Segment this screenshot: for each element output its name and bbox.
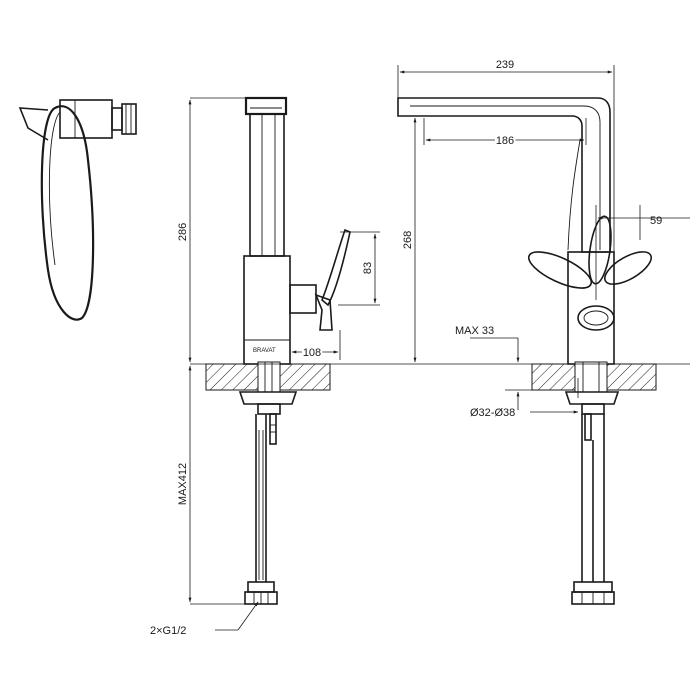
- side-hose-nut: [573, 581, 613, 593]
- front-mount-plate: [238, 391, 298, 405]
- front-hose: [255, 414, 267, 582]
- handle-edge: [48, 111, 61, 266]
- top-view: [18, 99, 137, 321]
- connector: [111, 107, 123, 131]
- dim-lever-offset: 59: [650, 215, 662, 227]
- side-spout: [397, 97, 611, 253]
- dimension-lines: [188, 65, 690, 631]
- front-stud: [269, 413, 277, 445]
- dim-max-deck: MAX 33: [455, 325, 494, 337]
- front-lever-base: [289, 284, 317, 314]
- dim-total-width: 239: [496, 59, 514, 71]
- dim-spout-reach: 186: [496, 135, 514, 147]
- dim-lever-height: 83: [362, 262, 374, 274]
- side-stud: [584, 413, 592, 441]
- dim-hole-diameter: Ø32-Ø38: [470, 407, 515, 419]
- side-hoses: [581, 414, 605, 582]
- brand-mark: BRAVAT: [253, 348, 276, 354]
- dim-connection: 2×G1/2: [150, 625, 186, 637]
- front-lever-blade: [321, 228, 351, 307]
- front-nut: [257, 403, 281, 415]
- front-spout-tip: [244, 96, 288, 116]
- front-hose-nut: [247, 581, 275, 593]
- side-nut: [581, 403, 605, 415]
- dim-total-height: 286: [177, 223, 189, 241]
- front-view: BRAVAT: [205, 96, 351, 605]
- connector-cap: [121, 103, 137, 135]
- dimension-labels: 239 186 59 286 268 83 108 MAX 33 Ø32-Ø38…: [150, 59, 662, 637]
- side-view: [397, 97, 657, 605]
- dim-spout-height: 268: [402, 231, 414, 249]
- front-neck: [249, 113, 285, 257]
- dim-hose-length: MAX412: [177, 463, 189, 505]
- dim-lever-projection: 108: [303, 347, 321, 359]
- front-lever-arm: [314, 293, 333, 331]
- side-mount-plate: [564, 391, 620, 405]
- side-lever: [527, 215, 652, 331]
- handle-loop: [18, 107, 49, 141]
